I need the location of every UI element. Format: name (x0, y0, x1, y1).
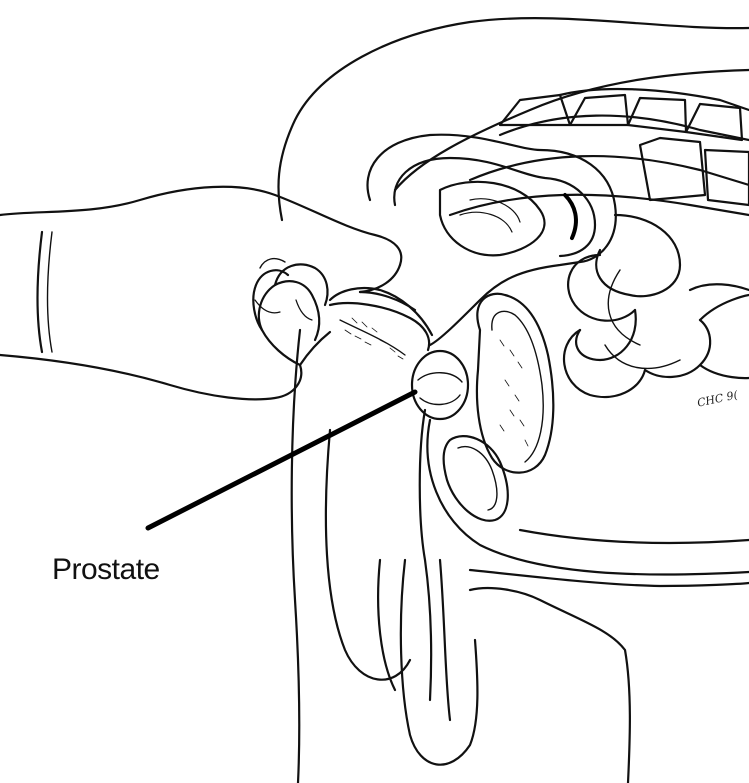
body-outline-back-inner (395, 70, 749, 190)
gloved-hand (0, 187, 429, 400)
bowel-loops (564, 215, 749, 397)
rectum-lumen (440, 182, 544, 256)
prostate-callout-label: Prostate (52, 553, 160, 587)
scrotum (326, 430, 410, 680)
tissue-hatching (345, 318, 528, 446)
urethra (420, 410, 431, 700)
vertebrae (450, 89, 749, 215)
prostate-gland (412, 351, 468, 419)
thigh-right (470, 588, 630, 783)
penis-outline (401, 560, 478, 765)
thigh-left (292, 330, 300, 783)
pubic-bone (444, 436, 508, 521)
perineum-line (427, 420, 749, 575)
prostate-callout-line (148, 392, 415, 528)
rectum-outer (368, 135, 616, 345)
rectum-inner (394, 158, 595, 256)
